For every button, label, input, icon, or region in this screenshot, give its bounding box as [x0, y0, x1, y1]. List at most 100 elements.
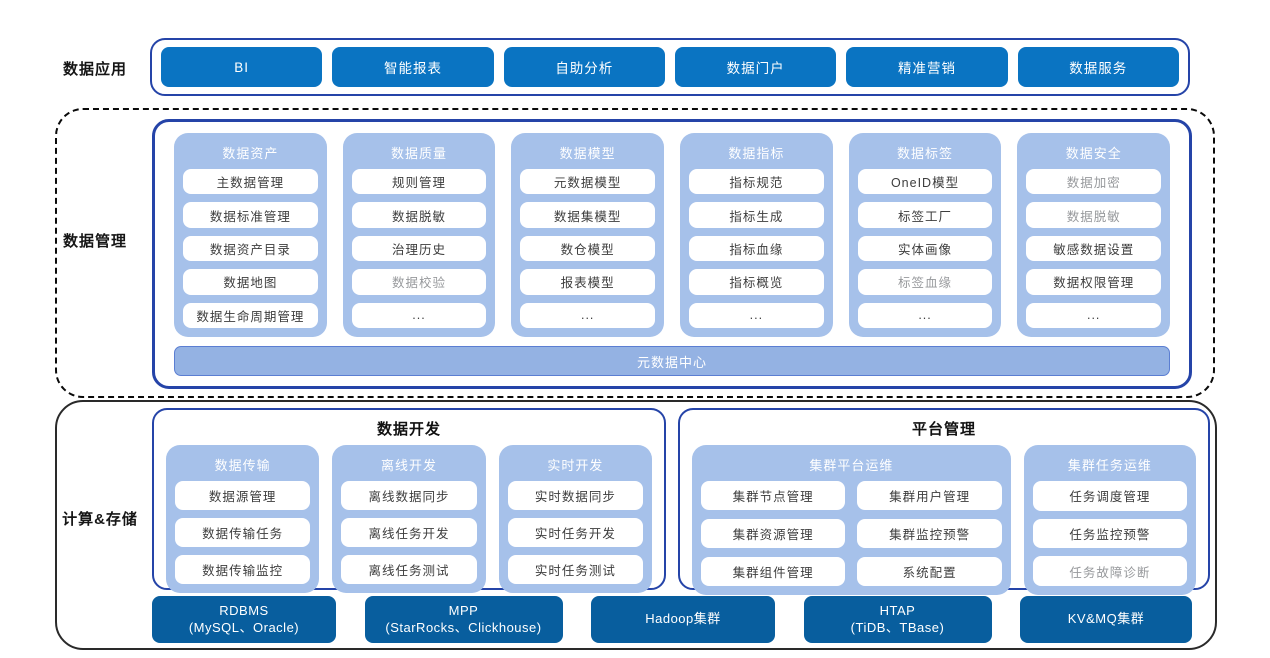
mgmt-item: 标签工厂	[857, 202, 993, 228]
dev-column: 数据传输数据源管理数据传输任务数据传输监控	[166, 445, 320, 593]
mgmt-item: 主数据管理	[183, 169, 318, 195]
storage-box: HTAP(TiDB、TBase)	[803, 596, 992, 643]
section-label-data-apps: 数据应用	[62, 61, 127, 78]
app-button: 精准营销	[846, 47, 1008, 87]
mgmt-item: ...	[351, 302, 487, 329]
platform-group: 集群任务运维任务调度管理任务监控预警任务故障诊断	[1023, 445, 1196, 595]
mgmt-item: 数据校验	[351, 269, 487, 295]
mgmt-item: 指标概览	[689, 269, 824, 295]
dev-item: 离线数据同步	[341, 481, 477, 510]
dev-item: 实时任务开发	[507, 518, 643, 547]
mgmt-item: 报表模型	[520, 269, 656, 295]
app-button: 数据门户	[674, 47, 837, 87]
mgmt-column-title: 数据指标	[728, 146, 785, 161]
platform-group-title: 集群任务运维	[1067, 458, 1152, 473]
dev-column-items: 数据源管理数据传输任务数据传输监控	[175, 481, 311, 584]
platform-item: 集群节点管理	[701, 481, 846, 510]
platform-group-items: 任务调度管理任务监控预警任务故障诊断	[1032, 481, 1187, 587]
dev-item: 实时任务测试	[507, 555, 643, 584]
mgmt-item: 数据脱敏	[351, 202, 487, 228]
platform-item: 集群资源管理	[701, 519, 846, 548]
mgmt-column: 数据质量规则管理数据脱敏治理历史数据校验...	[342, 133, 496, 337]
platform-item: 任务故障诊断	[1032, 556, 1187, 587]
platform-group-title: 集群平台运维	[809, 458, 894, 473]
section-label-compute-storage: 计算&存储	[62, 511, 138, 528]
storage-box: RDBMS(MySQL、Oracle)	[152, 596, 336, 643]
storage-box-line: HTAP	[879, 602, 916, 618]
data-development-panel: 数据开发 数据传输数据源管理数据传输任务数据传输监控离线开发离线数据同步离线任务…	[152, 408, 666, 593]
data-management-panel: 数据资产主数据管理数据标准管理数据资产目录数据地图数据生命周期管理数据质量规则管…	[152, 119, 1192, 389]
mgmt-item: 数据标准管理	[183, 202, 318, 228]
mgmt-column-items: 数据加密数据脱敏敏感数据设置数据权限管理...	[1026, 169, 1162, 329]
dev-column: 实时开发实时数据同步实时任务开发实时任务测试	[498, 445, 652, 593]
mgmt-item: ...	[857, 302, 993, 329]
mgmt-item: 数仓模型	[520, 235, 656, 262]
app-button: 智能报表	[332, 47, 494, 87]
platform-item: 集群组件管理	[701, 557, 846, 586]
mgmt-column-items: 指标规范指标生成指标血缘指标概览...	[689, 169, 824, 329]
dev-item: 数据传输监控	[175, 555, 311, 584]
mgmt-column-title: 数据质量	[391, 146, 448, 161]
data-management-outer-container	[55, 108, 1215, 398]
mgmt-item: 规则管理	[351, 169, 487, 195]
mgmt-item: 指标生成	[689, 202, 824, 228]
mgmt-item: 指标规范	[689, 169, 824, 195]
mgmt-column-items: OneID模型标签工厂实体画像标签血缘...	[857, 169, 993, 329]
platform-management-panel: 平台管理 集群平台运维集群节点管理集群用户管理集群资源管理集群监控预警集群组件管…	[678, 408, 1210, 595]
mgmt-column: 数据安全数据加密数据脱敏敏感数据设置数据权限管理...	[1017, 133, 1171, 337]
platform-groups: 集群平台运维集群节点管理集群用户管理集群资源管理集群监控预警集群组件管理系统配置…	[692, 445, 1196, 595]
mgmt-item: ...	[1026, 302, 1162, 329]
storage-engines-row: RDBMS(MySQL、Oracle) MPP(StarRocks、Clickho…	[152, 596, 1192, 643]
development-columns: 数据传输数据源管理数据传输任务数据传输监控离线开发离线数据同步离线任务开发离线任…	[166, 445, 652, 593]
mgmt-item: 元数据模型	[520, 169, 656, 195]
mgmt-column-title: 数据安全	[1065, 146, 1122, 161]
mgmt-column-items: 元数据模型数据集模型数仓模型报表模型...	[520, 169, 656, 329]
mgmt-column-title: 数据标签	[897, 146, 954, 161]
section-label-data-management: 数据管理	[62, 233, 127, 250]
dev-column: 离线开发离线数据同步离线任务开发离线任务测试	[332, 445, 486, 593]
storage-box-line: (MySQL、Oracle)	[188, 619, 300, 635]
mgmt-item: 治理历史	[351, 235, 487, 262]
dev-item: 离线任务测试	[341, 555, 477, 584]
mgmt-item: ...	[520, 302, 656, 329]
platform-item: 集群用户管理	[857, 481, 1002, 510]
mgmt-item: 数据生命周期管理	[183, 302, 318, 329]
mgmt-item: 数据地图	[183, 269, 318, 295]
storage-box-line: Hadoop集群	[645, 611, 721, 627]
platform-item: 集群监控预警	[857, 519, 1002, 548]
mgmt-column: 数据资产主数据管理数据标准管理数据资产目录数据地图数据生命周期管理	[174, 133, 327, 337]
platform-item: 系统配置	[857, 557, 1002, 586]
mgmt-item: 数据资产目录	[183, 235, 318, 262]
mgmt-item: 实体画像	[857, 235, 993, 262]
platform-management-title: 平台管理	[911, 421, 976, 438]
management-columns: 数据资产主数据管理数据标准管理数据资产目录数据地图数据生命周期管理数据质量规则管…	[174, 133, 1171, 337]
dev-item: 离线任务开发	[341, 518, 477, 547]
app-button: 数据服务	[1017, 47, 1179, 87]
platform-group: 集群平台运维集群节点管理集群用户管理集群资源管理集群监控预警集群组件管理系统配置	[692, 445, 1011, 595]
mgmt-column-title: 数据模型	[559, 146, 616, 161]
storage-box: MPP(StarRocks、Clickhouse)	[364, 596, 563, 643]
mgmt-column: 数据模型元数据模型数据集模型数仓模型报表模型...	[511, 133, 665, 337]
mgmt-item: ...	[689, 302, 824, 329]
platform-item: 任务监控预警	[1032, 518, 1187, 549]
dev-column-title: 离线开发	[380, 458, 437, 473]
mgmt-item: 数据集模型	[520, 202, 656, 228]
mgmt-item: 数据加密	[1026, 169, 1162, 195]
mgmt-item: 指标血缘	[689, 235, 824, 262]
mgmt-column-items: 规则管理数据脱敏治理历史数据校验...	[351, 169, 487, 329]
storage-box: Hadoop集群	[591, 596, 775, 643]
mgmt-item: 标签血缘	[857, 269, 993, 295]
mgmt-item: 数据脱敏	[1026, 202, 1162, 228]
mgmt-column-title: 数据资产	[222, 146, 279, 161]
app-button: BI	[161, 47, 323, 87]
mgmt-item: 数据权限管理	[1026, 269, 1162, 295]
mgmt-column: 数据指标指标规范指标生成指标血缘指标概览...	[680, 133, 833, 337]
dev-item: 数据传输任务	[175, 518, 311, 547]
platform-item: 任务调度管理	[1032, 481, 1187, 511]
dev-column-title: 实时开发	[547, 458, 604, 473]
storage-box-line: KV&MQ集群	[1067, 611, 1145, 627]
mgmt-column-items: 主数据管理数据标准管理数据资产目录数据地图数据生命周期管理	[183, 169, 318, 329]
compute-storage-container	[55, 400, 1217, 650]
